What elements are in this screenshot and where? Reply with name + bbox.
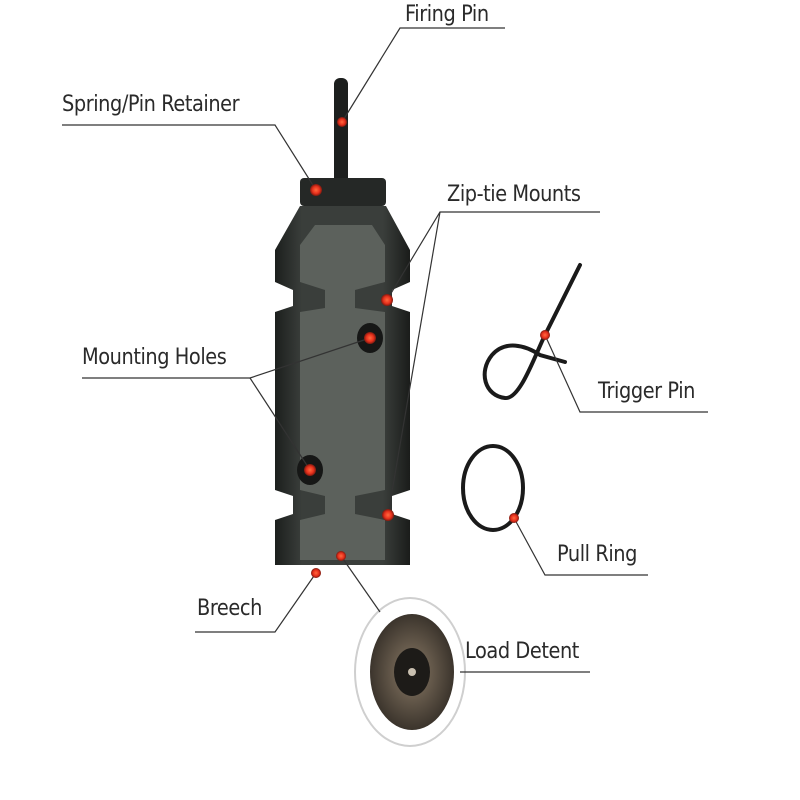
label-breech: Breech bbox=[197, 596, 262, 621]
marker-dots bbox=[304, 117, 550, 578]
label-spring-pin-retainer: Spring/Pin Retainer bbox=[62, 92, 240, 117]
label-mounting-holes: Mounting Holes bbox=[82, 345, 227, 370]
label-trigger-pin: Trigger Pin bbox=[598, 379, 695, 404]
pull-ring bbox=[461, 444, 525, 532]
label-load-detent: Load Detent bbox=[465, 639, 579, 664]
load-detent-inset bbox=[354, 597, 466, 747]
leader-lines bbox=[62, 27, 708, 673]
label-zip-tie-mounts: Zip-tie Mounts bbox=[447, 182, 581, 207]
trigger-pin bbox=[482, 263, 582, 400]
label-pull-ring: Pull Ring bbox=[557, 542, 637, 567]
retainer-nut bbox=[300, 178, 386, 206]
label-firing-pin: Firing Pin bbox=[405, 2, 489, 27]
firing-pin bbox=[334, 78, 348, 184]
